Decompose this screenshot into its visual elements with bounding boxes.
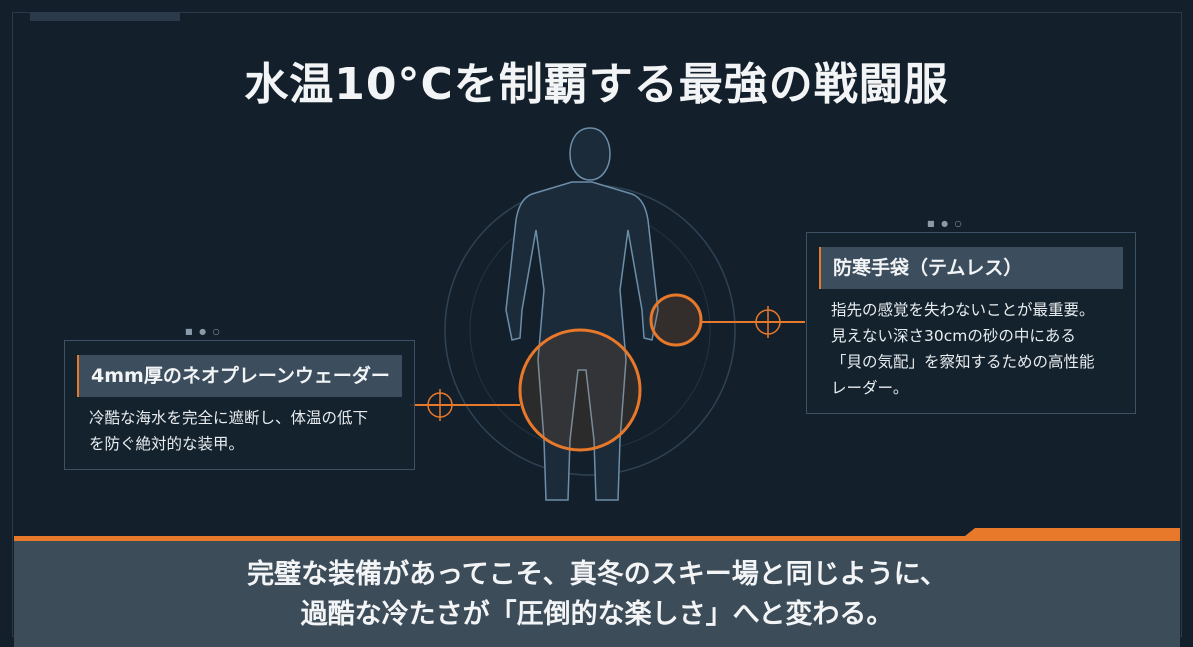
footer-line-2: 過酷な冷たさが「圧倒的な楽しさ」へと変わる。 bbox=[300, 599, 894, 630]
human-silhouette-icon bbox=[505, 127, 659, 501]
legs-highlight bbox=[518, 328, 642, 452]
hand-highlight bbox=[649, 293, 703, 347]
footer-accent-stripe bbox=[965, 528, 1180, 536]
text-line: 冷酷な海水を完全に遮断し、体温の低下 bbox=[89, 409, 369, 427]
gloves-description: 指先の感覚を失わないことが最重要。 見えない深さ30cmの砂の中にある 「貝の気… bbox=[819, 297, 1123, 401]
indicator-dots: ■ ● ○ bbox=[927, 219, 964, 228]
wader-heading: 4mm厚のネオプレーンウェーダー bbox=[77, 355, 402, 397]
crosshair-icon-right bbox=[752, 306, 784, 338]
crosshair-icon-left bbox=[424, 389, 456, 421]
gloves-heading: 防寒手袋（テムレス） bbox=[819, 247, 1123, 289]
text-line: 指先の感覚を失わないことが最重要。 bbox=[831, 301, 1095, 319]
page-title: 水温10°Cを制覇する最強の戦闘服 bbox=[244, 59, 949, 110]
indicator-dots: ■ ● ○ bbox=[185, 327, 222, 336]
text-line: 見えない深さ30cmの砂の中にある bbox=[831, 327, 1076, 345]
wader-info-panel: ■ ● ○ 4mm厚のネオプレーンウェーダー 冷酷な海水を完全に遮断し、体温の低… bbox=[64, 327, 415, 470]
text-line: を防ぐ絶対的な装甲。 bbox=[89, 435, 245, 453]
top-accent-bar bbox=[30, 13, 180, 21]
footer-banner: 完璧な装備があってこそ、真冬のスキー場と同じように、 過酷な冷たさが「圧倒的な楽… bbox=[14, 536, 1180, 647]
footer-line-1: 完璧な装備があってこそ、真冬のスキー場と同じように、 bbox=[247, 559, 947, 590]
wader-description: 冷酷な海水を完全に遮断し、体温の低下 を防ぐ絶対的な装甲。 bbox=[77, 405, 402, 457]
text-line: レーダー。 bbox=[831, 379, 909, 397]
gloves-info-panel: ■ ● ○ 防寒手袋（テムレス） 指先の感覚を失わないことが最重要。 見えない深… bbox=[806, 219, 1136, 414]
text-line: 「貝の気配」を察知するための高性能 bbox=[831, 353, 1095, 371]
